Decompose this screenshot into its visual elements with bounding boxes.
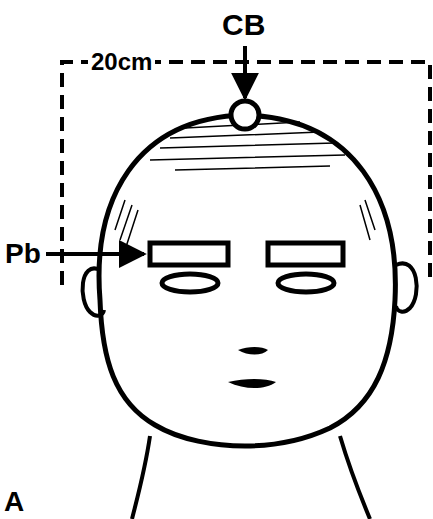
mouth	[228, 379, 276, 388]
panel-letter: A	[4, 488, 24, 516]
lead-shield	[150, 243, 228, 265]
hair-hatching	[115, 122, 375, 250]
leader-arrow	[46, 252, 144, 256]
source-label: CB	[222, 10, 265, 40]
source-circle	[231, 101, 259, 129]
dimension-label: 20cm	[88, 50, 155, 74]
right-ear	[396, 263, 417, 311]
eye	[162, 274, 218, 292]
neck-line	[132, 436, 150, 519]
neck-line	[340, 436, 370, 519]
left-ear	[83, 268, 104, 315]
eye	[278, 274, 334, 292]
head-outline	[99, 115, 395, 446]
material-label: Pb	[2, 240, 44, 268]
nose	[238, 347, 268, 355]
leader-arrow	[243, 46, 247, 98]
lead-shield	[268, 243, 343, 265]
